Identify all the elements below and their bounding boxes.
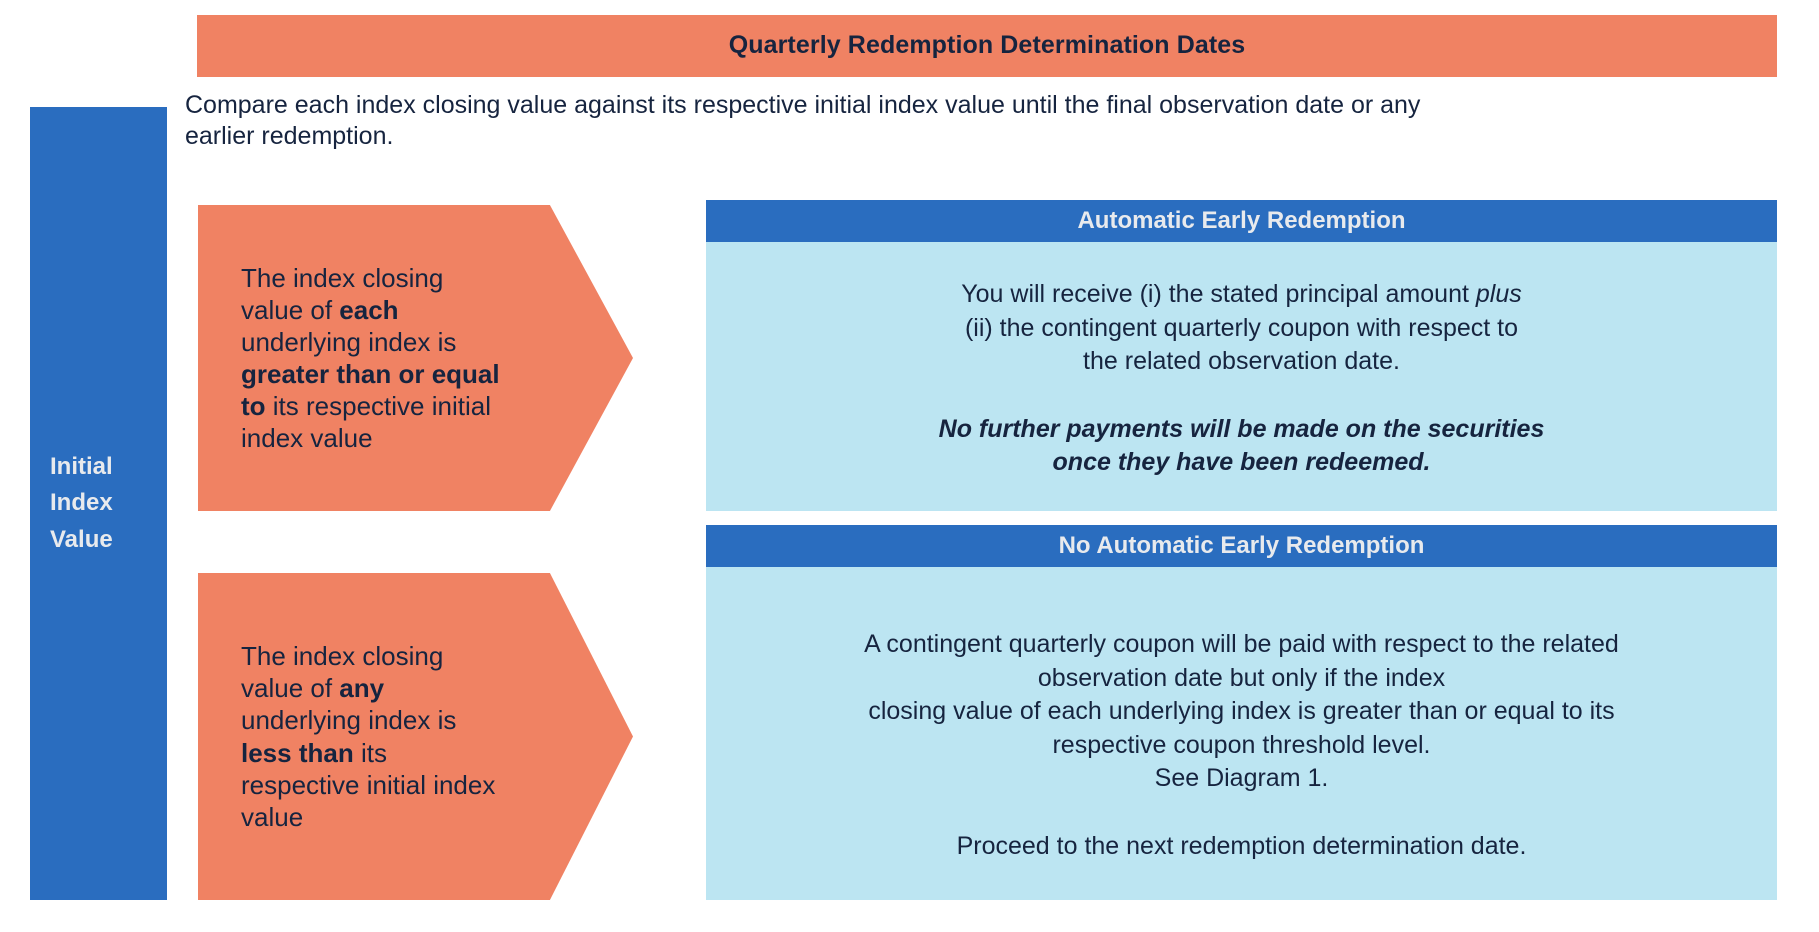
- lt-line-2-plain: value of: [241, 673, 340, 704]
- no-aer-paragraph-2: Proceed to the next redemption determina…: [706, 830, 1777, 864]
- lt-line-5: respective initial index: [241, 769, 496, 800]
- no-aer-paragraph-1: A contingent quarterly coupon will be pa…: [706, 628, 1777, 796]
- condition-arrow-less-than: The index closing value of any underlyin…: [198, 573, 633, 900]
- gte-line-5-bold: to: [241, 391, 266, 422]
- panel-body-no-automatic-early-redemption: A contingent quarterly coupon will be pa…: [706, 567, 1777, 900]
- panel-header-automatic-early-redemption: Automatic Early Redemption: [706, 200, 1777, 242]
- gte-line-4-bold: greater than or equal: [241, 359, 500, 389]
- condition-arrow-gte-text: The index closing value of each underlyi…: [198, 262, 600, 455]
- panel-header-no-aer-label: No Automatic Early Redemption: [1058, 532, 1425, 559]
- gte-line-1: The index closing: [241, 262, 444, 293]
- no-aer-p2-line1: Proceed to the next redemption determina…: [956, 831, 1527, 860]
- condition-arrow-lt-text: The index closing value of any underlyin…: [198, 640, 595, 833]
- gte-line-5-plain: its respective initial: [265, 391, 491, 422]
- gte-line-2-bold: each: [339, 294, 399, 325]
- condition-arrow-greater-than-or-equal: The index closing value of each underlyi…: [198, 205, 633, 511]
- gte-line-6: index value: [241, 423, 373, 454]
- lt-line-2-bold: any: [339, 673, 385, 704]
- aer-paragraph-2: No further payments will be made on the …: [706, 413, 1777, 480]
- no-aer-p1-line1: A contingent quarterly coupon will be pa…: [864, 630, 1619, 658]
- aer-p1-pre: You will receive (i) the stated principa…: [961, 280, 1476, 308]
- aer-p1-line2: (ii) the contingent quarterly coupon wit…: [964, 313, 1519, 342]
- aer-p1-emphasis: plus: [1475, 280, 1522, 308]
- panel-header-aer-label: Automatic Early Redemption: [1077, 207, 1406, 234]
- title-banner: Quarterly Redemption Determination Dates: [197, 15, 1777, 77]
- no-aer-p1-line2: observation date but only if the index: [1037, 663, 1446, 692]
- lt-line-1: The index closing: [241, 641, 444, 672]
- gte-line-2-plain: value of: [241, 294, 340, 325]
- lt-line-4-plain: its: [353, 737, 387, 768]
- panel-header-no-automatic-early-redemption: No Automatic Early Redemption: [706, 525, 1777, 567]
- gte-line-3: underlying index is: [241, 326, 457, 357]
- aer-p2-line2: once they have been redeemed.: [1052, 448, 1431, 476]
- lt-line-3: underlying index is: [241, 705, 457, 736]
- page-title: Quarterly Redemption Determination Dates: [728, 31, 1246, 60]
- no-aer-p1-line4: respective coupon threshold level.: [1052, 730, 1431, 759]
- initial-index-value-label: Initial Index Value: [50, 452, 113, 553]
- no-aer-p1-line5: See Diagram 1.: [1154, 764, 1329, 792]
- intro-paragraph: Compare each index closing value against…: [185, 91, 1421, 150]
- lt-line-6: value: [241, 801, 304, 832]
- aer-p2-line1: No further payments will be made on the …: [938, 414, 1545, 443]
- no-aer-p1-line3: closing value of each underlying index i…: [868, 697, 1615, 725]
- panel-body-automatic-early-redemption: You will receive (i) the stated principa…: [706, 242, 1777, 511]
- aer-paragraph-1: You will receive (i) the stated principa…: [706, 278, 1777, 379]
- lt-line-4-bold: less than: [241, 737, 354, 768]
- initial-index-value-bar: Initial Index Value: [30, 107, 167, 900]
- aer-p1-line3: the related observation date.: [1083, 347, 1400, 375]
